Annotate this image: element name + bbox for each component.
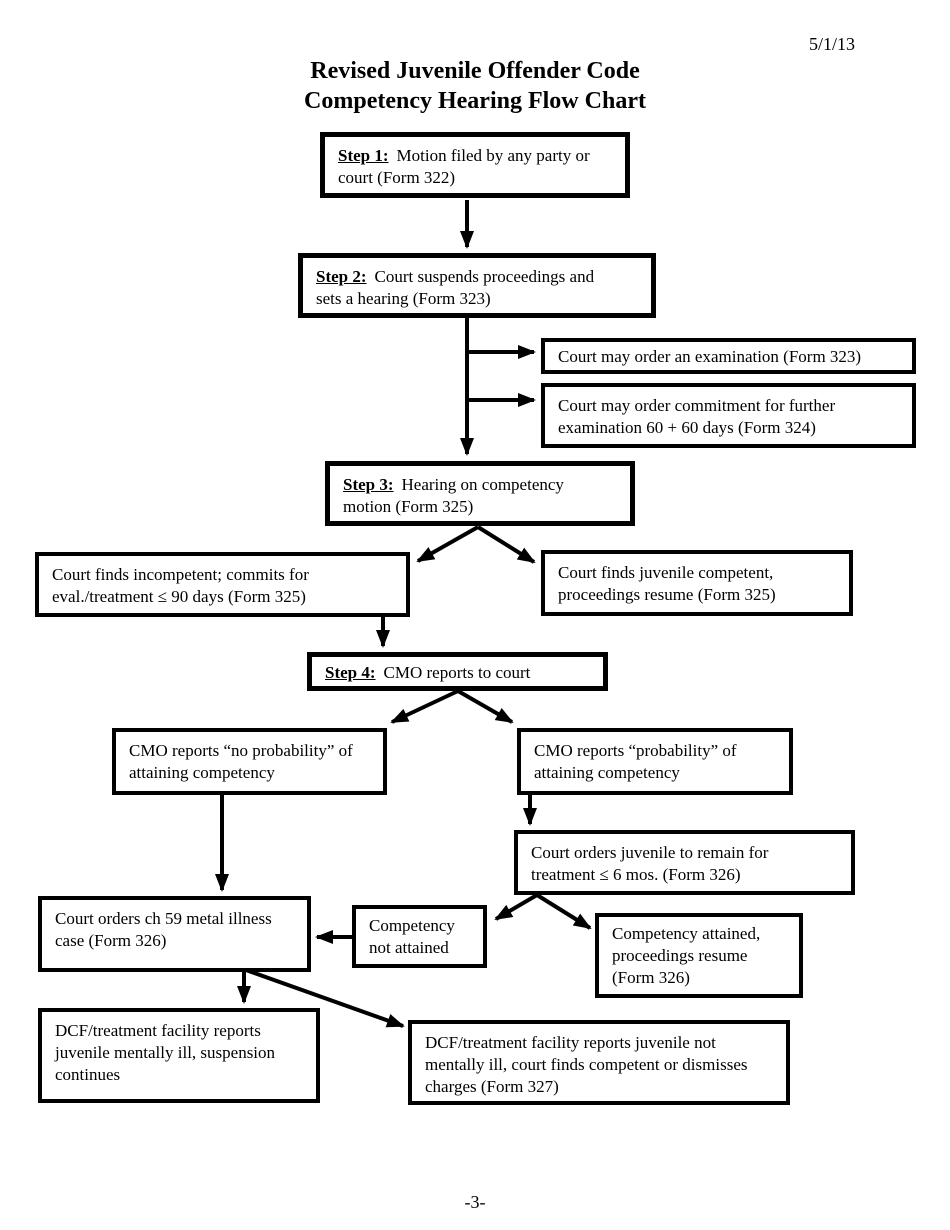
step1-text: Motion filed by any party or court (Form… — [338, 146, 590, 187]
ch59-text: Court orders ch 59 metal illness case (F… — [55, 909, 272, 950]
competent-text: Court finds juvenile competent, proceedi… — [558, 563, 776, 604]
node-finds-incompetent: Court finds incompetent; commits for eva… — [35, 552, 410, 617]
node-step4: Step 4: CMO reports to court — [307, 652, 608, 691]
node-court-may-order-commitment: Court may order commitment for further e… — [541, 383, 916, 448]
node-step2: Step 2:Court suspends proceedings and se… — [298, 253, 656, 318]
page-title: Revised Juvenile Offender Code Competenc… — [0, 56, 950, 116]
cmo-no-text: CMO reports “no probability” of attainin… — [129, 741, 353, 782]
incompetent-text: Court finds incompetent; commits for eva… — [52, 565, 309, 606]
step4-text: CMO reports to court — [383, 663, 531, 682]
node-competency-not-attained: Competency not attained — [352, 905, 487, 968]
dcf-not-ill-text: DCF/treatment facility reports juvenile … — [425, 1033, 748, 1096]
attained-text: Competency attained, proceedings resume … — [612, 924, 761, 987]
node-step3: Step 3:Hearing on competency motion (For… — [325, 461, 635, 526]
step2-text: Court suspends proceedings and sets a he… — [316, 267, 595, 308]
node-cmo-no-probability: CMO reports “no probability” of attainin… — [112, 728, 387, 795]
page-title-line1: Revised Juvenile Offender Code — [310, 58, 640, 84]
step3-label: Step 3: — [343, 475, 394, 494]
node-step1: Step 1:Motion filed by any party or cour… — [320, 132, 630, 198]
node-remain-for-treatment: Court orders juvenile to remain for trea… — [514, 830, 855, 895]
node-competency-attained: Competency attained, proceedings resume … — [595, 913, 803, 998]
step2-label: Step 2: — [316, 267, 367, 286]
treatment-text: Court orders juvenile to remain for trea… — [531, 843, 769, 884]
node-dcf-reports-not-mentally-ill: DCF/treatment facility reports juvenile … — [408, 1020, 790, 1105]
page-title-line2: Competency Hearing Flow Chart — [304, 88, 646, 114]
page-number: -3- — [464, 1192, 486, 1212]
node-cmo-probability: CMO reports “probability” of attaining c… — [517, 728, 793, 795]
step1-label: Step 1: — [338, 146, 389, 165]
node-dcf-reports-mentally-ill: DCF/treatment facility reports juvenile … — [38, 1008, 320, 1103]
node-ch59-mental-illness-case: Court orders ch 59 metal illness case (F… — [38, 896, 311, 972]
step4-label: Step 4: — [325, 663, 376, 682]
exam-text: Court may order an examination (Form 323… — [558, 347, 862, 366]
commitment-text: Court may order commitment for further e… — [558, 396, 836, 437]
cmo-yes-text: CMO reports “probability” of attaining c… — [534, 741, 737, 782]
dcf-ill-text: DCF/treatment facility reports juvenile … — [55, 1021, 276, 1084]
step3-text: Hearing on competency motion (Form 325) — [343, 475, 564, 516]
node-finds-competent: Court finds juvenile competent, proceedi… — [541, 550, 853, 616]
not-attained-text: Competency not attained — [369, 916, 455, 957]
date-label: 5/1/13 — [808, 34, 855, 54]
node-court-may-order-examination: Court may order an examination (Form 323… — [541, 338, 916, 374]
